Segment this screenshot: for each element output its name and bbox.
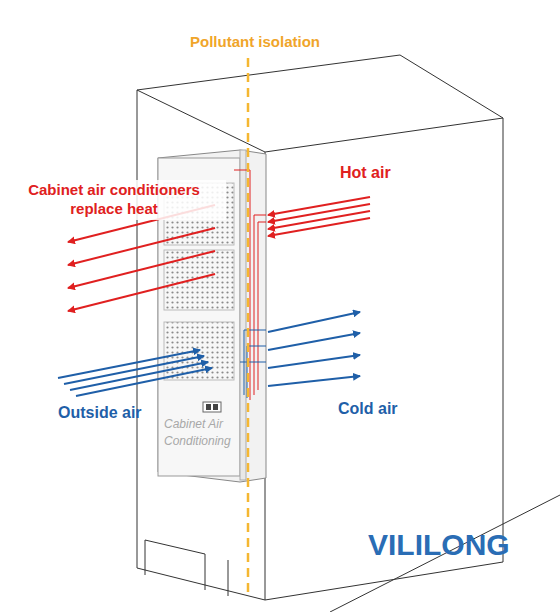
heat-callout: Cabinet air conditioners replace heat bbox=[2, 180, 226, 220]
unit-label: Cabinet Air Conditioning bbox=[160, 416, 238, 451]
unit-label-panel: Cabinet Air Conditioning bbox=[160, 416, 238, 451]
isolation-line bbox=[247, 58, 250, 596]
cold-air-label: Cold air bbox=[338, 399, 438, 419]
section-title: Pollutant isolation bbox=[168, 32, 342, 53]
heat-out-arrows bbox=[68, 205, 215, 311]
outside-air-arrows bbox=[58, 350, 212, 396]
hot-air-arrows bbox=[268, 197, 370, 236]
hot-air-label: Hot air bbox=[340, 163, 430, 183]
cold-air-arrows bbox=[268, 312, 360, 386]
internal-flow bbox=[234, 170, 266, 400]
brand-logo: VILILONG bbox=[368, 526, 548, 564]
outside-air-label: Outside air bbox=[58, 403, 178, 423]
cabinet-outline bbox=[137, 55, 560, 612]
